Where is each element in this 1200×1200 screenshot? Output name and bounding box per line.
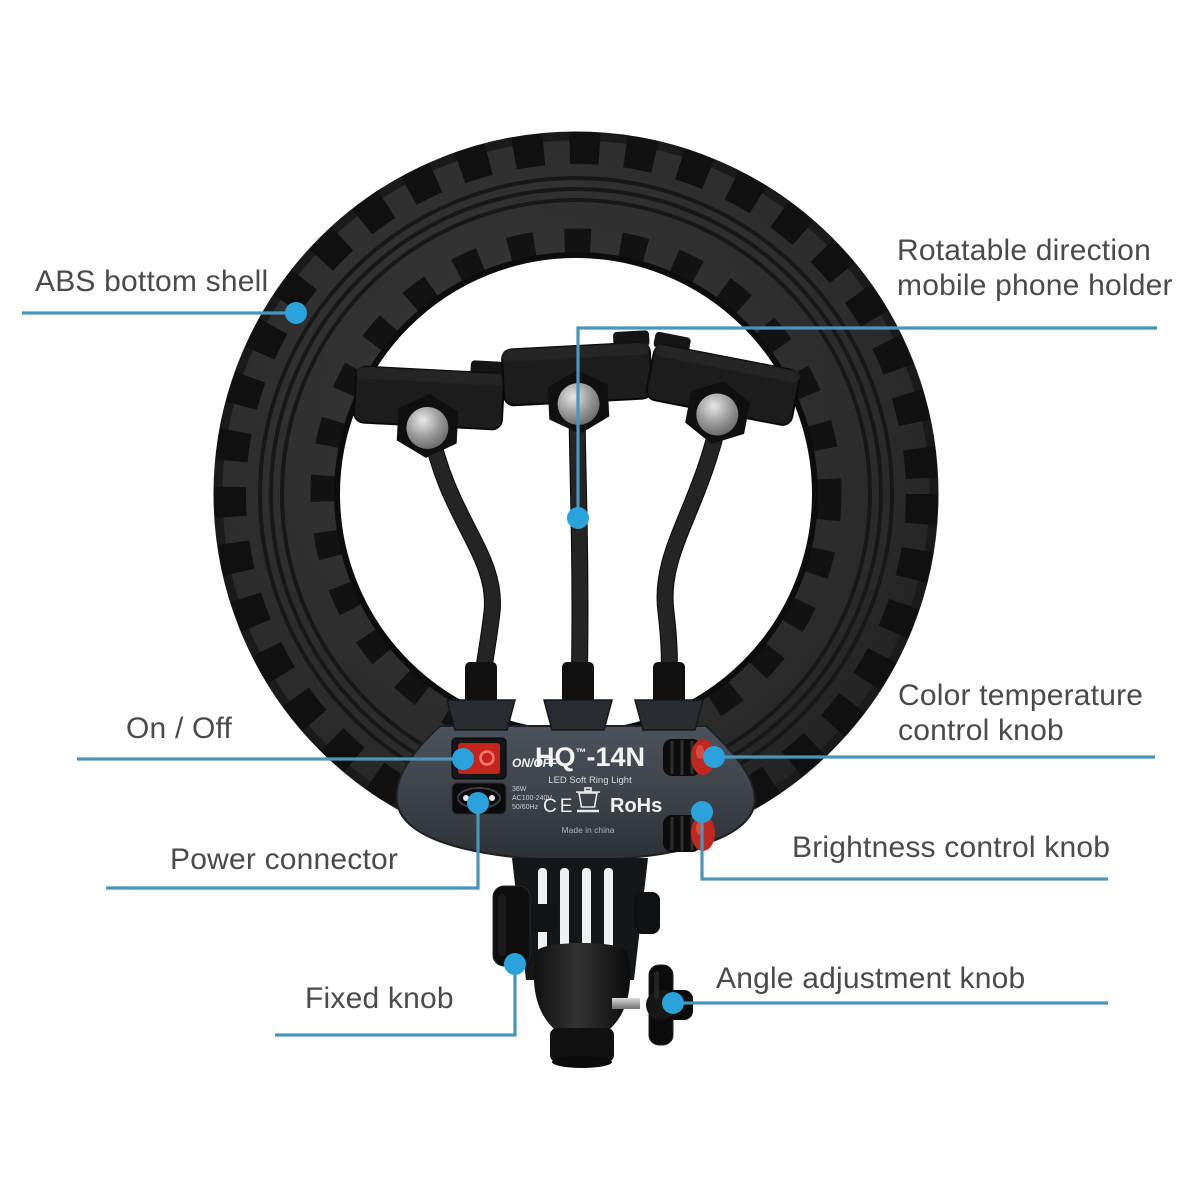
rohs-print: RoHs: [610, 795, 662, 817]
callout-dot-onoff: [452, 748, 474, 770]
callout-line-brightness: [700, 812, 1108, 881]
cone-receiver: [533, 943, 631, 1032]
on-off-print: ON/OFF: [512, 756, 558, 770]
label-brightness-knob: Brightness control knob: [792, 831, 1111, 864]
callout-lines: [22, 311, 1157, 1037]
mount-cylinder: [550, 1028, 614, 1068]
label-on-off: On / Off: [126, 712, 233, 745]
callout-line-fixed: [275, 964, 517, 1037]
model-name: HQ™-14N: [535, 742, 645, 772]
label-power-connector: Power connector: [170, 843, 399, 876]
control-panel: ON/OFF HQ™-14N LED Soft Ring Light 36W A…: [395, 662, 756, 862]
callout-dot-fixed: [504, 953, 526, 975]
mount-assembly: [492, 858, 693, 1068]
goosenecks: [421, 391, 729, 713]
callout-dot-rotatable: [567, 507, 589, 529]
svg-text:AC100-240V: AC100-240V: [512, 795, 552, 802]
callout-line-power: [106, 803, 480, 890]
weee-bin-icon: [576, 787, 600, 813]
svg-text:50/60Hz: 50/60Hz: [512, 804, 539, 811]
phone-holder-right[interactable]: [637, 331, 803, 458]
ball-joint: [696, 393, 739, 436]
brightness-knob[interactable]: [663, 815, 715, 852]
ce-mark-icon: CE: [543, 796, 575, 817]
svg-text:36W: 36W: [512, 786, 527, 793]
model-subtitle: LED Soft Ring Light: [548, 775, 632, 786]
tire-outer-treads: [214, 132, 938, 856]
screw-shaft: [612, 998, 640, 1009]
callout-dot-angle: [662, 992, 684, 1014]
label-color-temperature-knob: Color temperature control knob: [898, 679, 1144, 747]
label-angle-adjustment-knob: Angle adjustment knob: [716, 962, 1026, 995]
callout-dot-abs: [285, 302, 307, 324]
label-rotatable-phone-holder: Rotatable direction mobile phone holder: [897, 234, 1173, 302]
ball-joint: [406, 406, 449, 449]
callout-line-rotatable: [576, 326, 1157, 518]
callout-dot-colortemp: [703, 746, 725, 768]
label-fixed-knob: Fixed knob: [305, 982, 454, 1015]
mount-fin-slots: [538, 868, 613, 960]
made-in-print: Made in china: [562, 825, 615, 835]
phone-holder-left[interactable]: [352, 354, 507, 462]
gooseneck-collars: [446, 662, 704, 731]
label-abs-bottom-shell: ABS bottom shell: [35, 265, 269, 298]
callout-dot-brightness: [691, 801, 713, 823]
hinge-boss: [634, 892, 660, 934]
fixed-knob[interactable]: [492, 885, 558, 967]
power-spec-print: 36W AC100-240V 50/60Hz: [512, 786, 552, 811]
callout-dots: [285, 302, 725, 1014]
power-symbol-icon: [479, 750, 495, 766]
callout-dot-power: [467, 792, 489, 814]
